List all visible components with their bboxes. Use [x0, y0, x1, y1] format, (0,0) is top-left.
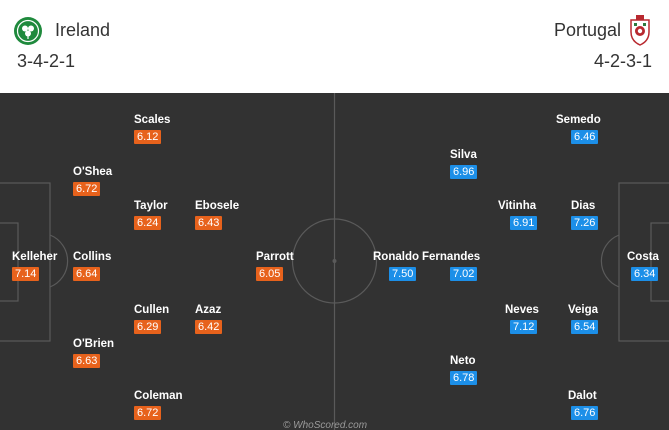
player-rating: 7.02: [450, 267, 478, 281]
player-rating: 6.72: [73, 182, 101, 196]
pitch: Kelleher 7.14 O'Shea 6.72 Collins 6.64 O…: [0, 93, 669, 430]
player-rating: 6.78: [450, 371, 478, 385]
player-costa[interactable]: Costa 6.34: [627, 250, 669, 290]
home-formation: 3-4-2-1: [17, 51, 76, 71]
home-team-name: Ireland: [55, 20, 111, 40]
player-rating: 6.72: [134, 406, 162, 420]
player-rating: 7.12: [510, 320, 538, 334]
player-name: O'Shea: [73, 166, 113, 178]
player-taylor[interactable]: Taylor 6.24: [134, 199, 194, 239]
player-ebosele[interactable]: Ebosele 6.43: [195, 199, 255, 239]
player-dias[interactable]: Dias 7.26: [571, 199, 631, 239]
player-rating: 6.43: [195, 216, 223, 230]
pitch-markings: [0, 93, 669, 430]
player-rating: 6.96: [450, 165, 478, 179]
player-neves[interactable]: Neves 7.12: [505, 303, 565, 343]
player-rating: 6.63: [73, 354, 101, 368]
player-name: Semedo: [556, 114, 601, 126]
player-semedo[interactable]: Semedo 6.46: [556, 113, 616, 153]
player-rating: 7.50: [389, 267, 417, 281]
player-name: Neves: [505, 304, 539, 316]
player-name: Coleman: [134, 390, 183, 402]
player-scales[interactable]: Scales 6.12: [134, 113, 194, 153]
portugal-fpf-crest-icon: [630, 15, 650, 46]
player-name: Dalot: [568, 390, 597, 402]
player-coleman[interactable]: Coleman 6.72: [134, 389, 194, 429]
player-rating: 6.46: [571, 130, 599, 144]
player-name: Parrott: [256, 251, 294, 263]
player-name: Neto: [450, 355, 476, 367]
player-azaz[interactable]: Azaz 6.42: [195, 303, 255, 343]
player-rating: 6.24: [134, 216, 162, 230]
player-rating: 6.54: [571, 320, 599, 334]
player-name: Ronaldo: [373, 251, 419, 263]
player-veiga[interactable]: Veiga 6.54: [568, 303, 628, 343]
player-name: Cullen: [134, 304, 170, 316]
player-parrott[interactable]: Parrott 6.05: [256, 250, 316, 290]
player-name: Fernandes: [422, 251, 481, 263]
player-name: Dias: [571, 200, 596, 212]
player-rating: 6.64: [73, 267, 101, 281]
player-neto[interactable]: Neto 6.78: [450, 354, 510, 394]
player-kelleher[interactable]: Kelleher 7.14: [12, 250, 72, 290]
player-name: Azaz: [195, 304, 222, 316]
player-dalot[interactable]: Dalot 6.76: [568, 389, 628, 429]
player-name: O'Brien: [73, 338, 115, 350]
player-name: Kelleher: [12, 251, 58, 263]
player-obrien[interactable]: O'Brien 6.63: [73, 337, 133, 377]
player-name: Scales: [134, 114, 171, 126]
player-rating: 6.05: [256, 267, 284, 281]
player-rating: 6.12: [134, 130, 162, 144]
match-header: Ireland 3-4-2-1 Portugal 4-2-3-1: [0, 0, 669, 93]
whoscored-watermark: © WhoScored.com: [283, 420, 368, 430]
player-name: Silva: [450, 149, 477, 161]
player-silva[interactable]: Silva 6.96: [450, 148, 510, 188]
player-rating: 6.76: [571, 406, 599, 420]
player-oshea[interactable]: O'Shea 6.72: [73, 165, 133, 205]
player-name: Ebosele: [195, 200, 240, 212]
player-cullen[interactable]: Cullen 6.29: [134, 303, 194, 343]
player-collins[interactable]: Collins 6.64: [73, 250, 133, 290]
player-rating: 6.29: [134, 320, 162, 334]
player-rating: 7.26: [571, 216, 599, 230]
away-formation: 4-2-3-1: [593, 51, 652, 71]
player-name: Collins: [73, 251, 112, 263]
player-name: Veiga: [568, 304, 599, 316]
player-vitinha[interactable]: Vitinha 6.91: [498, 199, 558, 239]
player-rating: 7.14: [12, 267, 40, 281]
away-team-name: Portugal: [553, 20, 621, 40]
player-fernandes[interactable]: Fernandes 7.02: [422, 250, 482, 290]
player-name: Costa: [627, 251, 659, 263]
ireland-shamrock-crest-icon: [14, 17, 42, 45]
player-name: Taylor: [134, 200, 168, 212]
player-ronaldo[interactable]: Ronaldo 7.50: [373, 250, 433, 290]
player-rating: 6.42: [195, 320, 223, 334]
player-name: Vitinha: [498, 200, 537, 212]
player-rating: 6.34: [631, 267, 659, 281]
player-rating: 6.91: [510, 216, 538, 230]
